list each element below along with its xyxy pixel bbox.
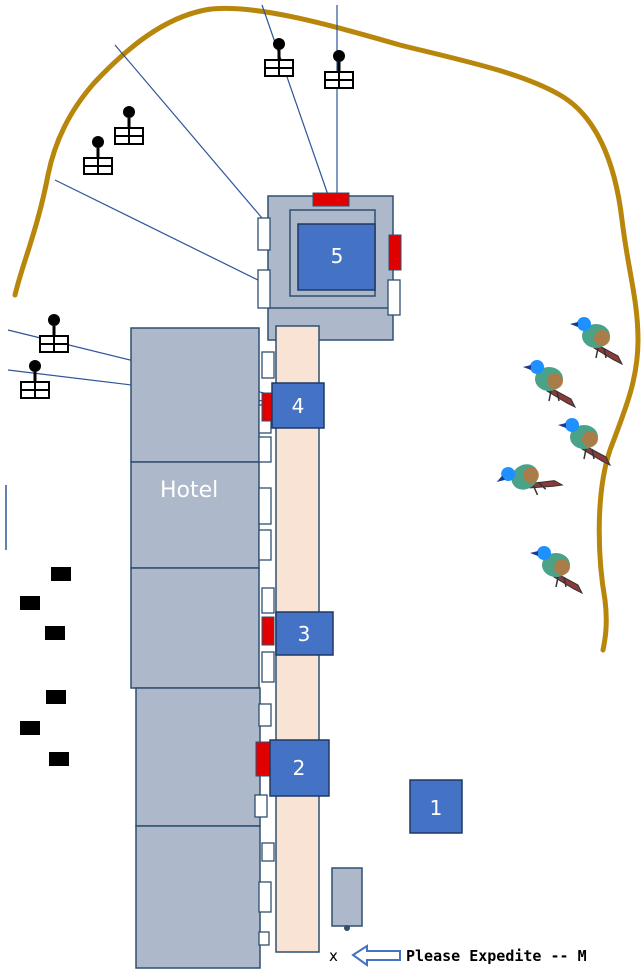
door xyxy=(258,881,272,913)
black-vehicle-icon xyxy=(20,596,40,610)
hotel-section xyxy=(135,687,261,827)
expedite-note: x Please Expedite -- M xyxy=(329,944,587,967)
red-marker xyxy=(312,192,350,207)
hotel-label: Hotel xyxy=(160,478,218,503)
tripod-scope-icon xyxy=(39,314,69,353)
hotel-section xyxy=(130,327,260,463)
unit-4 xyxy=(271,382,325,429)
red-marker xyxy=(388,234,402,271)
unit-1 xyxy=(409,779,463,834)
sight-line xyxy=(261,4,336,216)
door xyxy=(261,351,275,379)
peacock-bird-icon xyxy=(523,360,577,409)
hotel-section xyxy=(130,567,260,689)
hotel-building: Hotel xyxy=(130,327,261,969)
tripod-scope-icon xyxy=(20,360,50,399)
sight-line xyxy=(54,179,263,283)
tripod-scope-icon xyxy=(264,38,294,77)
left-arrow-icon xyxy=(351,944,401,967)
tripod-scope-icon xyxy=(324,50,354,89)
door xyxy=(258,487,272,525)
black-vehicles xyxy=(20,567,71,766)
peacock-bird-icon xyxy=(558,418,612,467)
snipers xyxy=(20,38,354,399)
unit-5-label: 5 xyxy=(331,244,344,268)
door xyxy=(257,269,271,309)
expedite-text: Please Expedite -- M xyxy=(406,947,587,965)
door xyxy=(258,529,272,561)
vehicle-wheel xyxy=(344,925,350,931)
peacock-bird-icon xyxy=(570,317,624,366)
hotel-section xyxy=(130,461,260,569)
unit-2 xyxy=(269,739,330,797)
tripod-scope-icon xyxy=(83,136,113,175)
door xyxy=(258,931,270,946)
door xyxy=(261,651,275,683)
black-vehicle-icon xyxy=(46,690,66,704)
red-marker xyxy=(261,616,275,646)
vehicle xyxy=(331,867,363,927)
unit-2-label: 2 xyxy=(293,756,306,780)
tripod-scope-icon xyxy=(114,106,144,145)
unit-1-label: 1 xyxy=(430,796,443,820)
door xyxy=(257,217,271,251)
peacock-bird-icon xyxy=(530,546,584,595)
door xyxy=(258,703,272,727)
door xyxy=(254,794,268,818)
unit-5 xyxy=(297,223,376,291)
door xyxy=(261,587,275,614)
unit-4-label: 4 xyxy=(292,394,305,418)
ridge-line xyxy=(12,5,641,653)
units: 5 4 3 2 1 xyxy=(269,223,463,834)
sight-line xyxy=(114,44,263,219)
hotel-section xyxy=(135,825,261,969)
door xyxy=(258,436,272,463)
door xyxy=(261,842,275,862)
black-vehicle-icon xyxy=(49,752,69,766)
red-marker xyxy=(255,741,271,777)
door xyxy=(387,279,401,316)
black-vehicle-icon xyxy=(51,567,71,581)
unit-3-label: 3 xyxy=(298,622,311,646)
birds xyxy=(496,317,624,595)
unit-3 xyxy=(275,611,334,656)
doors xyxy=(254,217,401,946)
black-vehicle-icon xyxy=(20,721,40,735)
peacock-bird-icon xyxy=(496,464,564,496)
x-mark: x xyxy=(329,947,338,965)
black-vehicle-icon xyxy=(45,626,65,640)
